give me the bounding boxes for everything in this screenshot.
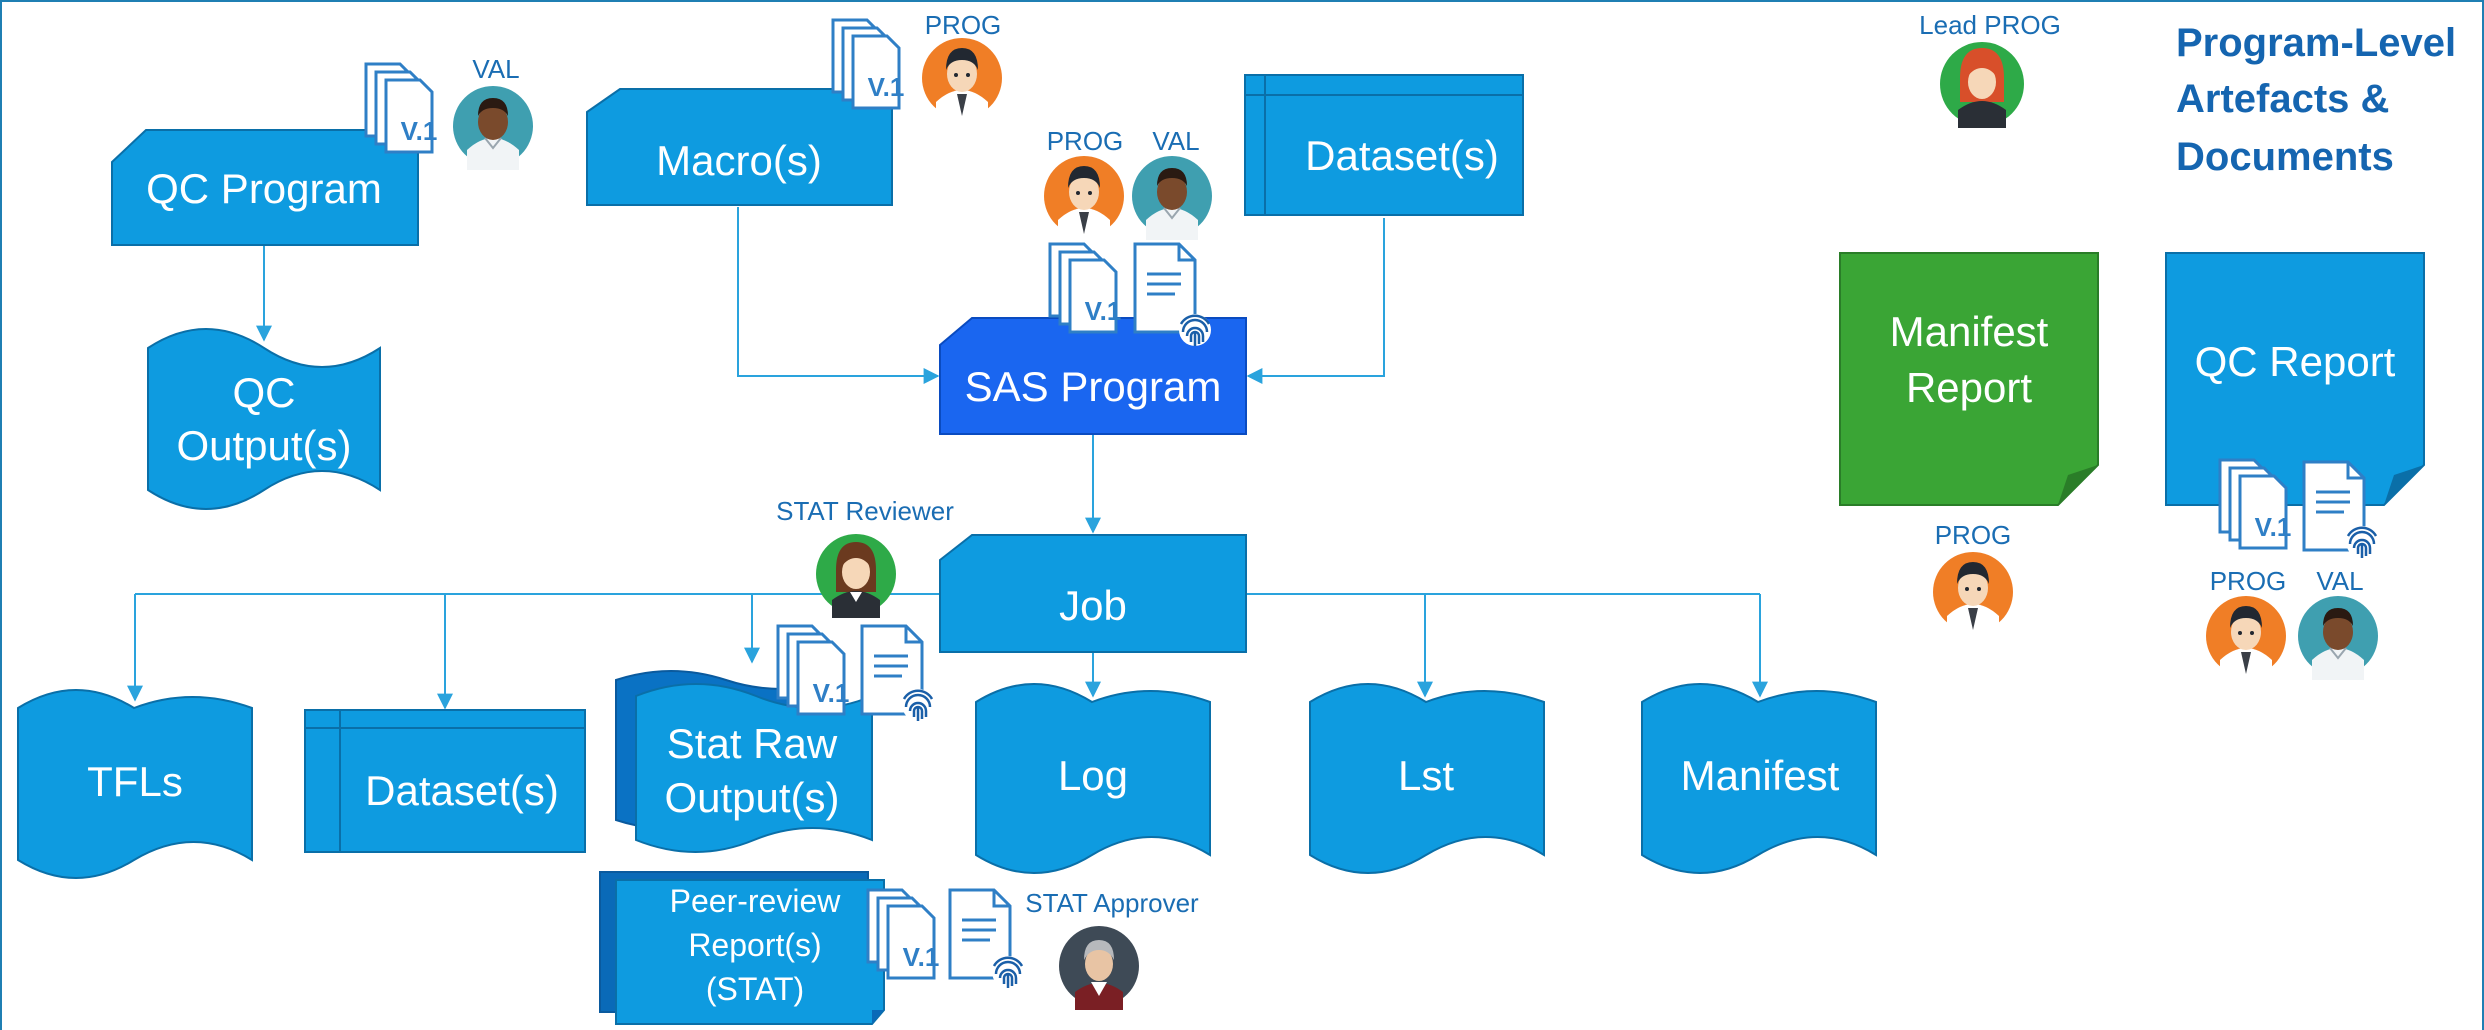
peer-review-node: Peer-review Report(s) (STAT) — [599, 871, 885, 1025]
prog-avatar-qc-report — [2206, 596, 2286, 680]
svg-text:V.1: V.1 — [903, 942, 940, 972]
prog-avatar-macros — [922, 38, 1002, 122]
peer-review-version-icon: V.1 — [866, 888, 940, 980]
stat-raw-version-icon: V.1 — [776, 624, 850, 716]
peer-review-fingerprint-icon — [990, 954, 1026, 990]
role-prog-qc-report: PROG — [2210, 566, 2287, 596]
tfls-node: TFLs — [17, 689, 253, 879]
sas-program-node: SAS Program — [939, 317, 1247, 435]
log-label: Log — [1058, 752, 1128, 799]
connector-dataset-to-sas — [1246, 218, 1385, 384]
qc-program-node: QC Program — [111, 129, 419, 246]
qc-output-node: QC Output(s) — [147, 328, 381, 510]
peer-review-line2: Report(s) — [688, 927, 821, 963]
qc-report-version-icon: V.1 — [2218, 458, 2292, 550]
role-val-sas: VAL — [1152, 126, 1199, 156]
peer-review-line3: (STAT) — [706, 971, 804, 1007]
role-val-qc: VAL — [472, 54, 519, 84]
stat-raw-fingerprint-icon — [900, 687, 936, 723]
lead-prog-avatar — [1940, 42, 2024, 128]
sas-program-label: SAS Program — [965, 363, 1222, 410]
svg-text:V.1: V.1 — [2255, 512, 2292, 542]
manifest-report-line1: Manifest — [1890, 308, 2049, 355]
job-node: Job — [939, 534, 1247, 653]
svg-text:V.1: V.1 — [401, 116, 438, 146]
svg-text:V.1: V.1 — [1085, 296, 1122, 326]
stat-approver-avatar — [1059, 926, 1139, 1010]
qc-report-node: QC Report — [2165, 252, 2425, 506]
section-title-line3: Documents — [2176, 135, 2394, 179]
dataset-output-node: Dataset(s) — [304, 709, 586, 853]
svg-text:V.1: V.1 — [813, 678, 850, 708]
dataset-output-label: Dataset(s) — [365, 767, 559, 814]
dataset-input-node: Dataset(s) — [1244, 74, 1524, 216]
svg-text:V.1: V.1 — [868, 72, 905, 102]
role-prog-manifest: PROG — [1935, 520, 2012, 550]
qc-output-line1: QC — [233, 369, 296, 416]
connector-macros-to-sas — [737, 207, 940, 384]
role-lead-prog: Lead PROG — [1919, 10, 2061, 40]
val-avatar-sas — [1132, 156, 1212, 241]
role-stat-approver: STAT Approver — [1025, 888, 1199, 918]
val-avatar-qc-report — [2298, 596, 2378, 681]
prog-avatar-manifest — [1933, 552, 2013, 636]
sas-version-icon: V.1 — [1048, 242, 1122, 334]
stat-reviewer-avatar — [816, 534, 896, 618]
qc-program-label: QC Program — [146, 165, 382, 212]
macros-node: Macro(s) — [586, 88, 893, 206]
job-label: Job — [1059, 582, 1127, 629]
section-title-line2: Artefacts & — [2176, 77, 2389, 121]
role-prog-sas: PROG — [1047, 126, 1124, 156]
macros-label: Macro(s) — [656, 137, 822, 184]
connectors — [127, 207, 1768, 710]
lst-label: Lst — [1398, 752, 1454, 799]
role-val-qc-report: VAL — [2316, 566, 2363, 596]
sas-fingerprint-icon — [1177, 312, 1213, 348]
role-prog-macros: PROG — [925, 10, 1002, 40]
stat-raw-line1: Stat Raw — [667, 720, 838, 767]
val-avatar-qc — [453, 86, 533, 171]
log-node: Log — [975, 683, 1211, 874]
qc-output-line2: Output(s) — [176, 422, 351, 469]
stat-raw-line2: Output(s) — [664, 774, 839, 821]
section-title-line1: Program-Level — [2176, 21, 2456, 65]
role-stat-reviewer: STAT Reviewer — [776, 496, 954, 526]
manifest-report-line2: Report — [1906, 364, 2032, 411]
macros-version-icon: V.1 — [831, 18, 905, 110]
manifest-report-node: Manifest Report — [1839, 252, 2099, 506]
dataset-input-label: Dataset(s) — [1305, 132, 1499, 179]
qc-report-fingerprint-icon — [2344, 524, 2380, 560]
lst-node: Lst — [1309, 683, 1545, 874]
peer-review-line1: Peer-review — [670, 883, 842, 919]
manifest-node: Manifest — [1641, 683, 1877, 874]
prog-avatar-sas — [1044, 156, 1124, 240]
qc-program-version-icon: V.1 — [364, 62, 438, 154]
qc-report-label: QC Report — [2195, 338, 2396, 385]
manifest-label: Manifest — [1681, 752, 1840, 799]
tfls-label: TFLs — [87, 758, 183, 805]
stat-raw-output-node: Stat Raw Output(s) — [615, 670, 873, 853]
